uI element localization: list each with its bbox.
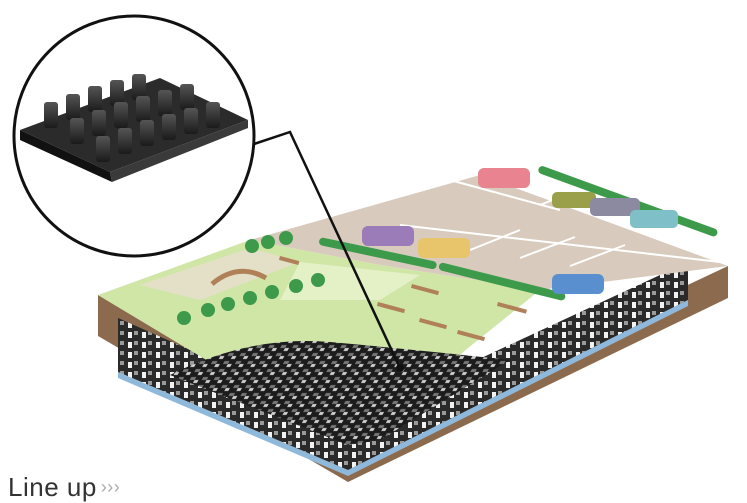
playground-arch (210, 268, 268, 286)
chevron-right-icon: ››› (100, 477, 121, 497)
car-olive (552, 192, 596, 208)
car-gray (590, 198, 640, 216)
trees (177, 231, 325, 325)
benches (278, 255, 527, 342)
water-layer-left (118, 372, 348, 476)
water-layer-right (348, 300, 688, 476)
car-purple (362, 226, 414, 246)
lawn-light (280, 262, 420, 300)
car-teal (630, 210, 678, 228)
car-blue (552, 274, 604, 294)
parking-lot (250, 175, 728, 290)
car-red (478, 168, 530, 188)
storage-layer-right (348, 262, 688, 470)
storage-cutaway (170, 340, 510, 445)
caption-line-up[interactable]: Line up››› (8, 472, 120, 503)
playground-sand (140, 248, 300, 300)
zoom-pointer-dot (396, 364, 404, 372)
cars (362, 168, 678, 294)
storage-module-zoom-icon (20, 74, 248, 182)
caption-text: Line up (8, 472, 97, 502)
car-yellow (418, 238, 470, 258)
